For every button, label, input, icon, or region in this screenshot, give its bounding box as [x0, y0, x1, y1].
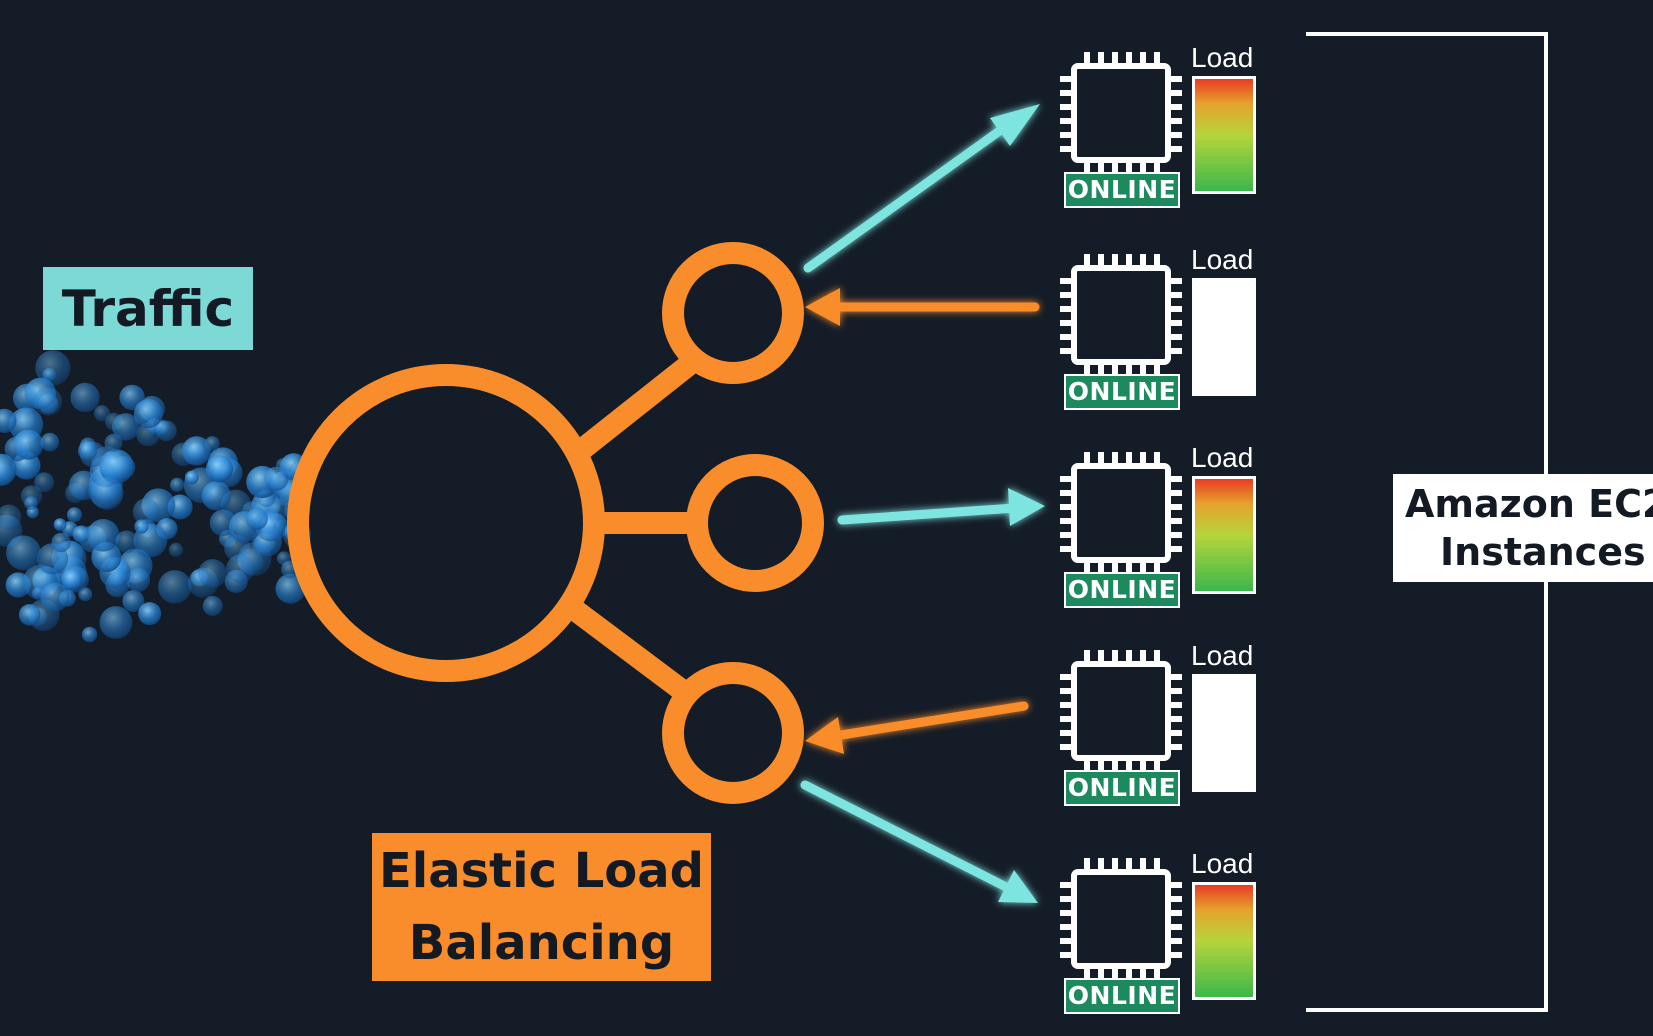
ec2-instance-3: ONLINE Load: [1056, 442, 1286, 628]
online-status-badge: ONLINE: [1064, 172, 1180, 208]
traffic-bubble: [112, 413, 140, 441]
arrow-from-instance-4: [805, 701, 1029, 754]
traffic-bubble: [34, 472, 54, 493]
traffic-bubble: [24, 496, 38, 510]
traffic-bubble: [158, 570, 192, 604]
cpu-chip-icon: [1060, 52, 1182, 174]
traffic-bubble: [99, 449, 134, 484]
hub-node-bottom: [662, 662, 804, 804]
traffic-arrows: [800, 104, 1045, 903]
traffic-bubble: [181, 436, 212, 466]
load-label: Load: [1191, 244, 1254, 275]
traffic-bubble: [104, 433, 123, 452]
traffic-bubble: [264, 466, 289, 491]
hub-spoke-top: [568, 351, 702, 464]
arrow-to-instance-3: [837, 488, 1045, 526]
traffic-bubble: [134, 519, 149, 534]
traffic-bubble: [275, 573, 306, 604]
traffic-bubble: [126, 568, 151, 592]
traffic-bubble: [201, 481, 231, 511]
ec2-label-line-1: Amazon EC2: [1405, 482, 1653, 526]
traffic-bubble: [72, 525, 91, 543]
traffic-bubble: [42, 367, 57, 382]
load-meter: [1192, 278, 1256, 396]
traffic-bubble: [122, 590, 145, 612]
traffic-bubble: [99, 606, 133, 639]
arrow-to-instance-5: [800, 780, 1038, 903]
traffic-bubble: [115, 530, 138, 553]
traffic-bubble: [132, 498, 160, 525]
ec2-label-line-2: Instances: [1440, 530, 1646, 574]
traffic-bubble: [51, 532, 71, 553]
load-meter-fill: [1195, 479, 1253, 591]
ec2-instance-2: ONLINE Load: [1056, 244, 1286, 430]
hub-main-circle: [287, 364, 605, 682]
load-meter-fill: [1195, 885, 1253, 997]
traffic-bubble: [78, 441, 98, 461]
traffic-bubble: [138, 602, 162, 626]
traffic-bubble: [133, 399, 163, 429]
traffic-bubble: [226, 554, 255, 583]
traffic-bubble: [245, 507, 268, 530]
load-meter-fill: [1195, 79, 1253, 191]
ec2-instance-5: ONLINE Load: [1056, 848, 1286, 1034]
load-balancer-icon: [287, 242, 824, 804]
traffic-bubble: [205, 455, 234, 483]
traffic-bubble: [18, 604, 41, 626]
traffic-bubble: [198, 559, 227, 588]
traffic-label: Traffic: [43, 267, 253, 350]
traffic-bubble: [40, 432, 60, 452]
online-status-badge: ONLINE: [1064, 978, 1180, 1014]
traffic-bubble: [34, 387, 63, 416]
ec2-instance-4: ONLINE Load: [1056, 640, 1286, 826]
load-label: Load: [1191, 42, 1254, 73]
arrow-from-instance-2: [805, 288, 1040, 326]
traffic-bubble: [86, 519, 120, 552]
hub-node-top: [662, 242, 804, 384]
traffic-bubble: [13, 429, 44, 460]
ec2-instance-1: ONLINE Load: [1056, 42, 1286, 228]
traffic-bubble: [184, 470, 199, 485]
arrow-to-instance-1: [803, 104, 1040, 273]
load-meter: [1192, 882, 1256, 1000]
traffic-bubble: [53, 518, 67, 531]
load-label: Load: [1191, 640, 1254, 671]
load-meter: [1192, 674, 1256, 792]
online-status-badge: ONLINE: [1064, 572, 1180, 608]
traffic-bubble: [66, 507, 82, 523]
amazon-ec2-instances-label: Amazon EC2 Instances: [1393, 474, 1653, 582]
hub-spoke-bottom: [568, 601, 702, 709]
hub-node-middle: [686, 454, 824, 592]
traffic-bubble: [6, 535, 41, 571]
load-meter: [1192, 476, 1256, 594]
elastic-load-balancing-label: Elastic Load Balancing: [372, 833, 711, 981]
load-meter: [1192, 76, 1256, 194]
load-label: Load: [1191, 442, 1254, 473]
traffic-bubble: [0, 504, 22, 530]
cpu-chip-icon: [1060, 650, 1182, 772]
traffic-bubble: [61, 568, 83, 590]
elb-label-line-1: Elastic Load: [378, 843, 705, 899]
traffic-bubble: [0, 453, 17, 486]
traffic-bubble: [40, 582, 70, 612]
traffic-bubble: [81, 626, 98, 643]
cpu-chip-icon: [1060, 452, 1182, 574]
elb-label-line-2: Balancing: [408, 915, 675, 971]
traffic-bubble: [0, 408, 17, 433]
traffic-bubble: [93, 405, 111, 422]
traffic-label-text: Traffic: [61, 279, 235, 338]
traffic-bubble: [170, 477, 185, 492]
online-status-badge: ONLINE: [1064, 770, 1180, 806]
load-label: Load: [1191, 848, 1254, 879]
cpu-chip-icon: [1060, 254, 1182, 376]
traffic-bubble: [202, 595, 223, 616]
traffic-bubbles: [0, 350, 312, 643]
traffic-bubble: [168, 542, 183, 558]
cpu-chip-icon: [1060, 858, 1182, 980]
online-status-badge: ONLINE: [1064, 374, 1180, 410]
traffic-bubble: [70, 382, 100, 413]
traffic-bubble: [90, 476, 124, 510]
